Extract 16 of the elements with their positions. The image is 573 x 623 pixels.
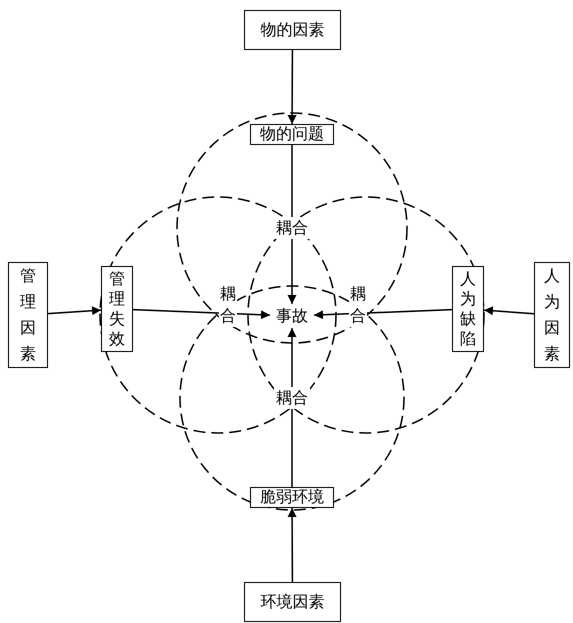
factor-box: 管理因素 — [8, 262, 48, 368]
problem-box: 脆弱环境 — [250, 487, 334, 508]
edge-label: 耦合 — [349, 283, 367, 327]
problem-box: 管理失效 — [101, 266, 133, 352]
factor-box: 人为因素 — [534, 262, 570, 368]
problem-box: 物的问题 — [250, 124, 334, 145]
arrow — [48, 306, 102, 316]
arrow — [484, 306, 534, 316]
problem-box: 人为缺陷 — [452, 266, 484, 352]
edge-label: 耦合 — [274, 217, 310, 239]
arrow — [288, 508, 297, 582]
factor-box: 物的因素 — [244, 10, 341, 50]
arrow — [288, 50, 297, 124]
factor-box: 环境因素 — [244, 582, 341, 622]
edge-label: 耦合 — [219, 283, 237, 327]
edge-label: 耦合 — [274, 387, 310, 409]
